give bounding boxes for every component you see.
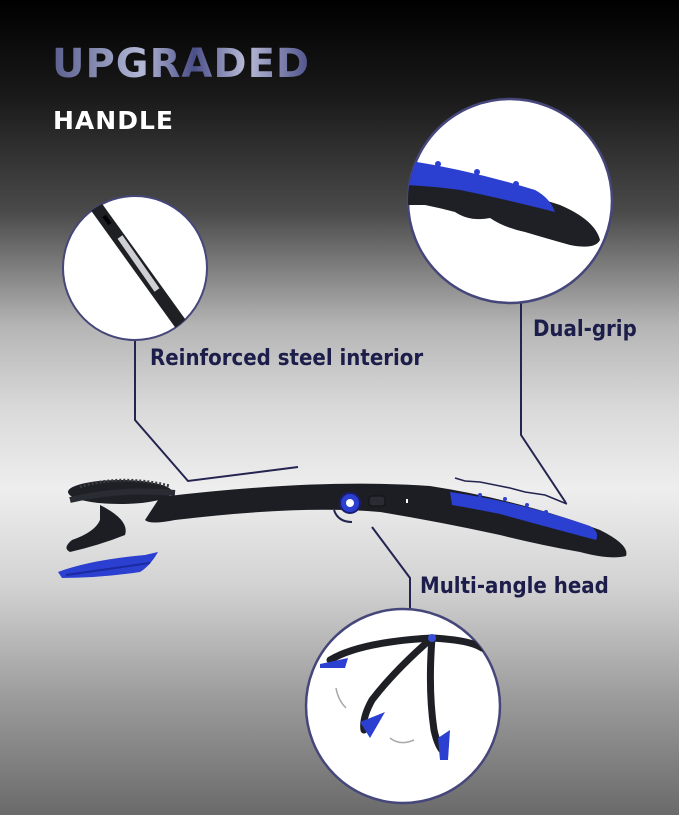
label-multi-angle-head: Multi-angle head	[420, 574, 609, 599]
multi-angle-head-circle	[304, 607, 502, 805]
callout-lines	[134, 303, 568, 609]
headline-handle: HANDLE	[53, 106, 174, 135]
handle-product	[58, 478, 627, 578]
label-dual-grip: Dual-grip	[533, 317, 637, 342]
brush-heads	[320, 634, 450, 760]
label-reinforced-steel: Reinforced steel interior	[150, 346, 424, 371]
steel-interior-circle	[62, 195, 208, 341]
dual-grip-circle	[406, 97, 614, 305]
headline-upgraded: UPGRADED	[52, 41, 311, 87]
